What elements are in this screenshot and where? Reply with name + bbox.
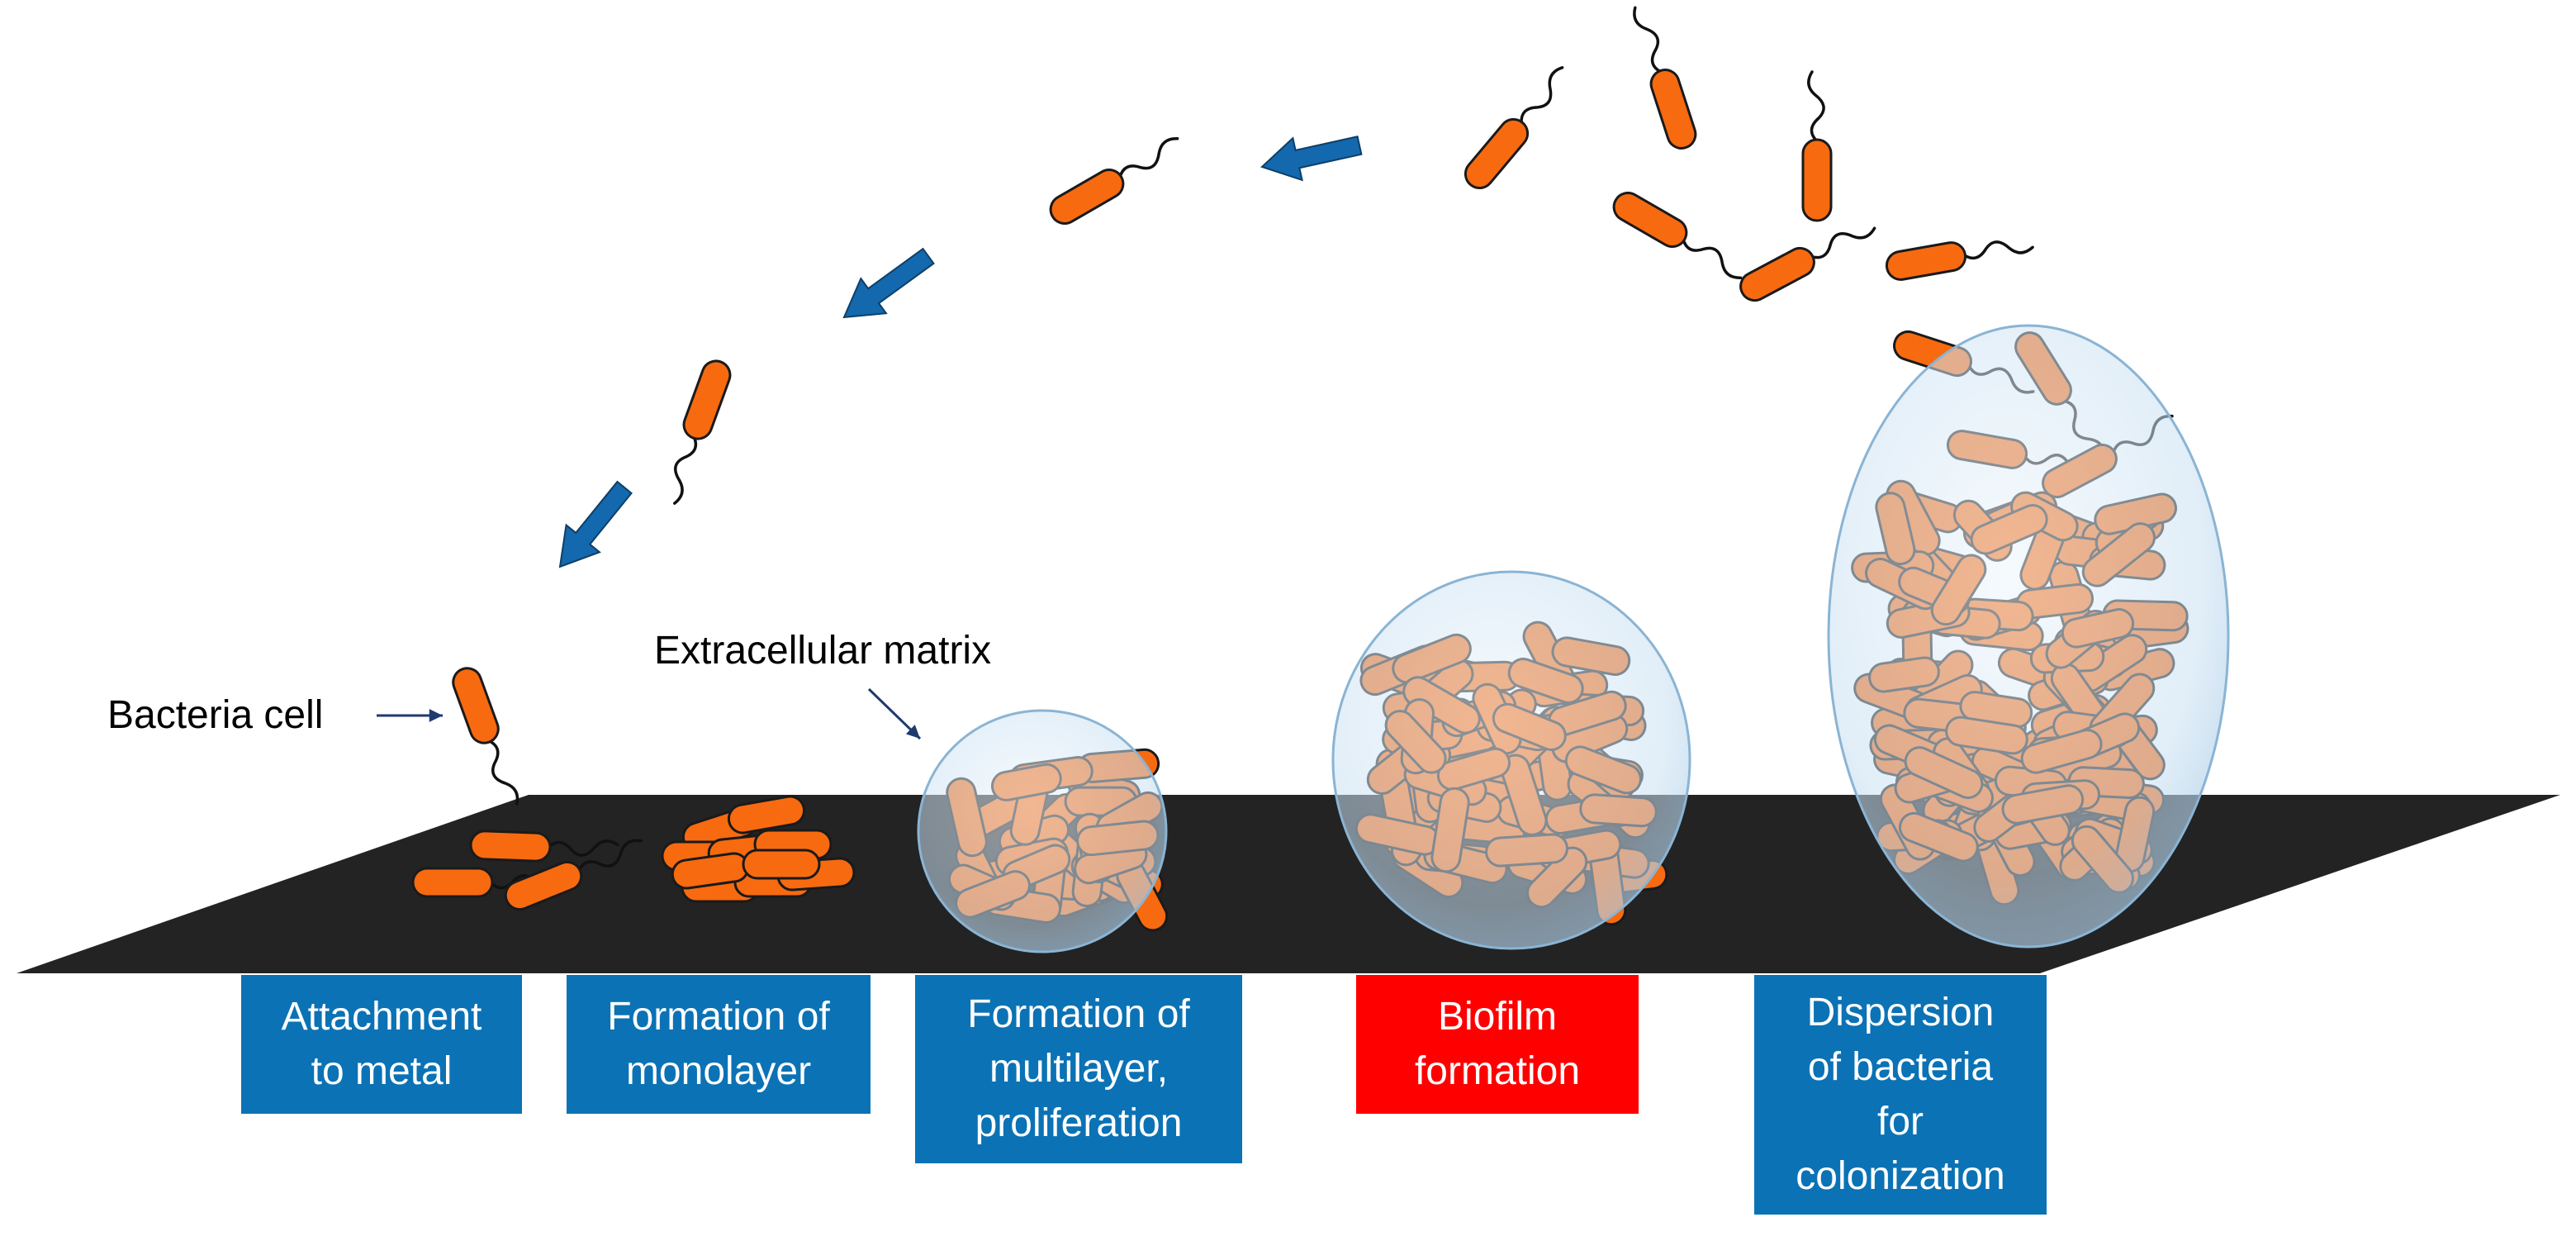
direction-arrow: [1260, 136, 1363, 182]
bacterium: [1612, 192, 1743, 279]
flagellum: [576, 839, 643, 873]
bacterium-body: [411, 867, 494, 898]
bacterium-body: [727, 795, 806, 834]
flagellum: [1682, 237, 1743, 279]
bacterium-body: [504, 860, 583, 911]
flagellum: [1633, 6, 1663, 74]
direction-arrow: [842, 247, 935, 319]
bacterium-body: [1464, 117, 1530, 190]
bacterium-body: [1612, 192, 1688, 248]
matrix-bubble: [917, 709, 1168, 953]
bacterium: [1633, 6, 1697, 150]
bacteria-cell-label: Bacteria cell: [107, 693, 324, 737]
bacterium: [727, 795, 806, 834]
bacterium: [1464, 66, 1564, 190]
bacterium: [1801, 70, 1833, 222]
bacterium-body: [682, 359, 732, 440]
flagellum: [673, 435, 698, 505]
bacterium: [469, 830, 619, 863]
bacterium: [1739, 226, 1876, 302]
bacterium: [504, 839, 643, 911]
flagellum: [1118, 137, 1179, 179]
bacterium-body: [1049, 169, 1125, 225]
bacterium: [1049, 137, 1179, 225]
extracellular-matrix-label: Extracellular matrix: [654, 629, 992, 673]
flagellum: [1809, 226, 1876, 259]
bacterium-body: [469, 830, 552, 863]
flagellum: [1807, 70, 1825, 143]
bacterium-body: [452, 667, 500, 744]
bacterium: [1885, 240, 2034, 281]
bacterium-body: [1649, 69, 1697, 150]
pointer-head: [429, 709, 443, 722]
bacterium-body: [1739, 246, 1815, 302]
flagellum: [547, 839, 619, 857]
bacterium-body: [1801, 138, 1833, 222]
bacterium: [742, 849, 821, 880]
pointer-head: [905, 725, 920, 739]
matrix-bubble: [1331, 570, 1691, 950]
flagellum: [486, 739, 519, 806]
bacterium: [673, 359, 732, 505]
bacterium: [411, 867, 562, 898]
flagellum: [1520, 66, 1564, 126]
matrix-bubble: [1827, 324, 2230, 949]
bacterium: [452, 667, 519, 806]
direction-arrow: [558, 480, 633, 568]
bacterium-body: [742, 849, 821, 880]
flagellum: [1962, 240, 2034, 260]
bacterium-body: [1885, 241, 1967, 281]
